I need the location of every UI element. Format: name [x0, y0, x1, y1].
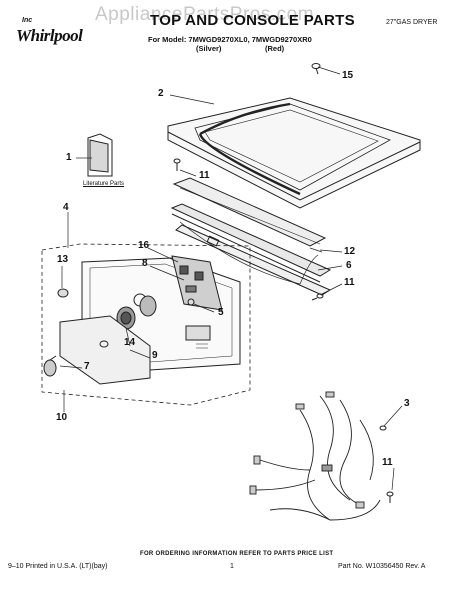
screw-11-right-drawing	[311, 293, 324, 301]
color-silver: (Silver)	[196, 44, 222, 53]
wire-harness-drawing	[249, 391, 381, 521]
page-title: TOP AND CONSOLE PARTS	[150, 12, 355, 29]
callout-3: 3	[404, 398, 410, 409]
callout-1: 1	[66, 152, 72, 163]
print-info: 9–10 Printed in U.S.A. (LT)(bay)	[8, 563, 108, 570]
callout-6: 6	[346, 260, 352, 271]
literature-parts-drawing	[87, 133, 113, 177]
top-panel-drawing	[167, 97, 421, 209]
literature-parts-label: Literature Parts	[83, 181, 125, 187]
callout-2: 2	[158, 88, 164, 99]
ordering-info: FOR ORDERING INFORMATION REFER TO PARTS …	[140, 551, 334, 557]
knob-7-drawing	[43, 355, 57, 377]
console-assembly-outline	[41, 243, 251, 406]
watermark: AppliancePartsPros.com	[95, 4, 315, 25]
callout-9: 9	[152, 350, 158, 361]
knob-assembly-drawing	[116, 295, 157, 330]
page-number: 1	[230, 563, 234, 570]
color-red: (Red)	[265, 44, 285, 53]
callout-4: 4	[63, 202, 69, 213]
overlay-drawing	[59, 315, 151, 385]
part-number: Part No. W10356450 Rev. A	[338, 563, 426, 570]
callout-12: 12	[344, 246, 356, 257]
harness-clip-drawing	[379, 425, 387, 431]
callout-16: 16	[138, 240, 150, 251]
callout-11-top: 11	[199, 170, 210, 181]
part-5-drawing	[187, 298, 195, 306]
part-13-drawing	[57, 288, 69, 298]
callout-15: 15	[342, 70, 354, 81]
callout-14: 14	[124, 337, 136, 348]
callout-8: 8	[142, 258, 148, 269]
callout-11-bottom: 11	[382, 457, 393, 468]
control-board-drawing	[171, 255, 223, 311]
logo-badge: Inc	[22, 17, 33, 24]
callout-13: 13	[57, 254, 69, 265]
callout-7: 7	[84, 361, 90, 372]
brand-logo: Whirlpool	[16, 26, 83, 45]
screw-15-drawing	[311, 63, 321, 75]
screw-11-bottom-drawing	[386, 491, 394, 503]
screw-11-top-drawing	[173, 158, 181, 171]
product-type: 27"GAS DRYER	[386, 19, 438, 26]
model-line: For Model: 7MWGD9270XL0, 7MWGD9270XR0	[148, 35, 312, 44]
callout-11-right: 11	[344, 277, 355, 288]
callout-5: 5	[218, 307, 224, 318]
callout-10: 10	[56, 412, 68, 423]
leader-lines	[59, 66, 403, 491]
console-channel-drawing	[170, 177, 332, 296]
